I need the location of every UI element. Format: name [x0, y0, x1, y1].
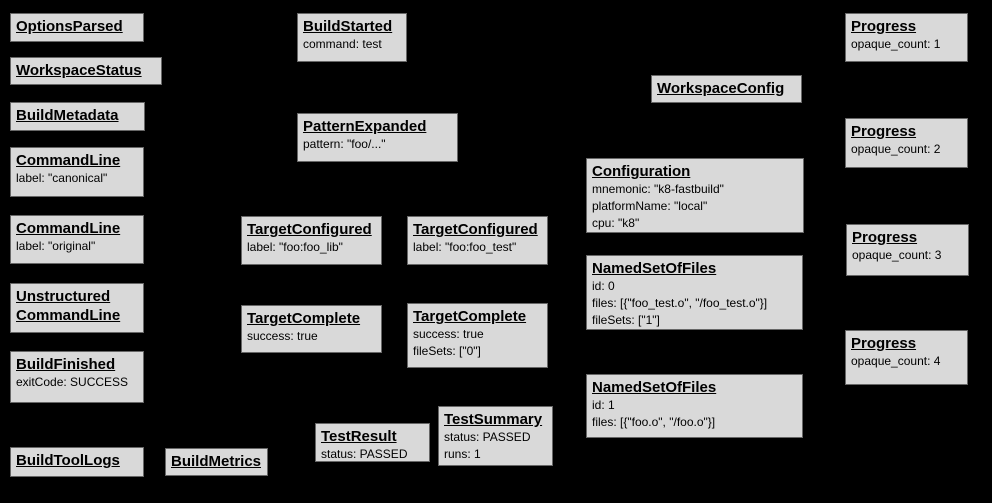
event-field: status: PASSED: [321, 447, 408, 461]
event-title: PatternExpanded: [303, 118, 427, 135]
event-box-configuration: Configuration mnemonic: "k8-fastbuild" p…: [586, 158, 804, 233]
event-title: Unstructured CommandLine: [16, 288, 121, 324]
event-box-build-finished: BuildFinished exitCode: SUCCESS: [10, 351, 144, 403]
event-box-target-configured-foo-test: TargetConfigured label: "foo:foo_test": [407, 216, 548, 265]
event-box-named-set-of-files-1: NamedSetOfFiles id: 1 files: [{"foo.o", …: [586, 374, 803, 438]
event-title: WorkspaceConfig: [657, 80, 785, 97]
event-field: success: true: [413, 327, 484, 341]
event-title: TargetConfigured: [247, 221, 372, 238]
event-title: BuildMetrics: [171, 453, 262, 470]
event-title: BuildFinished: [16, 356, 116, 373]
event-field: opaque_count: 4: [851, 354, 941, 368]
event-field: fileSets: ["0"]: [413, 344, 481, 358]
event-box-command-line-canonical: CommandLine label: "canonical": [10, 147, 144, 197]
event-box-target-complete-foo-lib: TargetComplete success: true: [241, 305, 382, 353]
event-box-test-summary: TestSummary status: PASSED runs: 1: [438, 406, 553, 466]
event-box-progress-2: Progress opaque_count: 2: [845, 118, 968, 168]
event-field: cpu: "k8": [592, 216, 640, 230]
event-field: runs: 1: [444, 447, 481, 461]
event-field: command: test: [303, 37, 382, 51]
event-box-target-configured-foo-lib: TargetConfigured label: "foo:foo_lib": [241, 216, 382, 265]
event-field: opaque_count: 1: [851, 37, 941, 51]
event-title: BuildToolLogs: [16, 452, 120, 469]
event-field: fileSets: ["1"]: [592, 313, 660, 327]
event-title: TargetComplete: [247, 310, 361, 327]
event-box-command-line-original: CommandLine label: "original": [10, 215, 144, 264]
event-title: Configuration: [592, 163, 691, 180]
event-box-workspace-config: WorkspaceConfig: [651, 75, 802, 103]
event-title: WorkspaceStatus: [16, 62, 142, 79]
event-title: CommandLine: [16, 152, 121, 169]
event-box-build-tool-logs: BuildToolLogs: [10, 447, 144, 477]
event-field: success: true: [247, 329, 318, 343]
event-title: NamedSetOfFiles: [592, 260, 717, 277]
event-box-progress-1: Progress opaque_count: 1: [845, 13, 968, 62]
event-field: label: "original": [16, 239, 96, 253]
event-title: BuildMetadata: [16, 107, 119, 124]
event-field: id: 1: [592, 398, 615, 412]
event-title: TestResult: [321, 428, 397, 445]
event-title: CommandLine: [16, 220, 121, 237]
event-field: opaque_count: 2: [851, 142, 941, 156]
event-title: BuildStarted: [303, 18, 393, 35]
event-title: Progress: [851, 335, 917, 352]
event-box-unstructured-command-line: Unstructured CommandLine: [10, 283, 144, 333]
event-box-build-metadata: BuildMetadata: [10, 102, 145, 131]
event-box-named-set-of-files-0: NamedSetOfFiles id: 0 files: [{"foo_test…: [586, 255, 803, 330]
event-title: Progress: [851, 18, 917, 35]
event-title: TargetComplete: [413, 308, 527, 325]
event-box-target-complete-foo-test: TargetComplete success: true fileSets: […: [407, 303, 548, 368]
event-box-progress-4: Progress opaque_count: 4: [845, 330, 968, 385]
event-box-test-result: TestResult status: PASSED: [315, 423, 430, 462]
event-title: NamedSetOfFiles: [592, 379, 717, 396]
event-title: TestSummary: [444, 411, 543, 428]
event-field: opaque_count: 3: [852, 248, 942, 262]
event-field: label: "canonical": [16, 171, 108, 185]
event-field: status: PASSED: [444, 430, 531, 444]
event-title: Progress: [852, 229, 918, 246]
event-field: platformName: "local": [592, 199, 708, 213]
event-box-build-metrics: BuildMetrics: [165, 448, 268, 476]
event-title: OptionsParsed: [16, 18, 123, 35]
event-title: Progress: [851, 123, 917, 140]
event-field: mnemonic: "k8-fastbuild": [592, 182, 724, 196]
event-box-workspace-status: WorkspaceStatus: [10, 57, 162, 85]
event-box-build-started: BuildStarted command: test: [297, 13, 407, 62]
event-title: TargetConfigured: [413, 221, 538, 238]
event-field: label: "foo:foo_test": [413, 240, 517, 254]
event-field: files: [{"foo.o", "/foo.o"}]: [592, 415, 716, 429]
event-field: id: 0: [592, 279, 615, 293]
event-field: label: "foo:foo_lib": [247, 240, 343, 254]
event-box-options-parsed: OptionsParsed: [10, 13, 144, 42]
event-box-pattern-expanded: PatternExpanded pattern: "foo/...": [297, 113, 458, 162]
event-field: pattern: "foo/...": [303, 137, 386, 151]
event-field: exitCode: SUCCESS: [16, 375, 129, 389]
event-field: files: [{"foo_test.o", "/foo_test.o"}]: [592, 296, 768, 310]
event-box-progress-3: Progress opaque_count: 3: [846, 224, 969, 276]
